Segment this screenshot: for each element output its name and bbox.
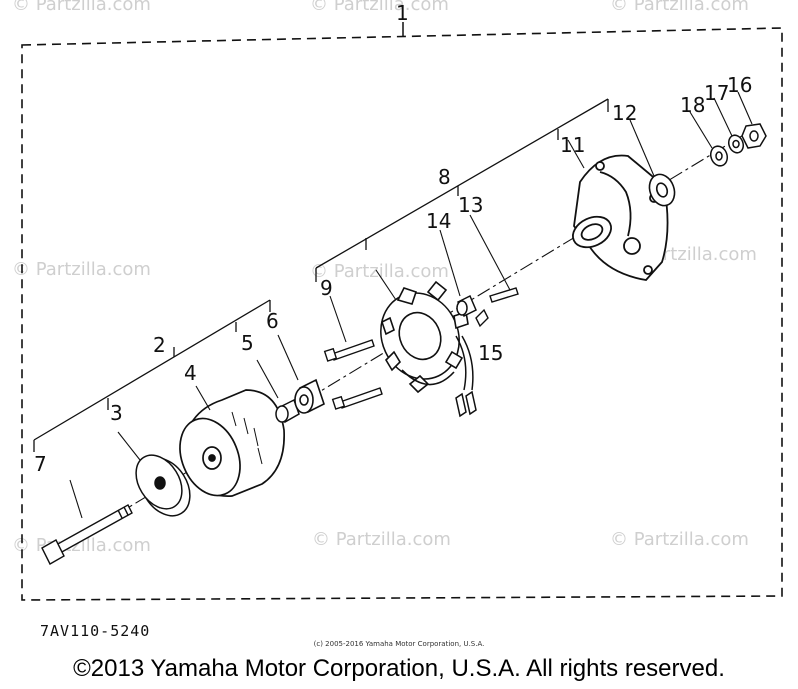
assembly-boundary (21, 27, 783, 601)
callout-2: 2 (153, 333, 166, 357)
group-bracket-2 (33, 299, 271, 452)
callout-17: 17 (704, 81, 729, 105)
part-5-collar (256, 359, 300, 424)
callout-6: 6 (266, 309, 279, 333)
callout-7: 7 (34, 452, 47, 476)
callout-4: 4 (184, 361, 197, 385)
part-18-washer (689, 111, 729, 167)
watermark: © Partzilla.com (12, 259, 151, 280)
part-12-bearing (629, 119, 676, 207)
callout-15: 15 (478, 341, 503, 365)
diagram-code: 7AV110-5240 (40, 622, 151, 640)
part-17-lock-washer (713, 97, 745, 154)
callout-3: 3 (110, 401, 123, 425)
callout-1: 1 (396, 1, 409, 25)
callout-13: 13 (458, 193, 483, 217)
part-15-wire-lead (455, 335, 477, 418)
watermark: © Partzilla.com (310, 261, 449, 282)
watermark: © Partzilla.com (12, 0, 151, 15)
part-3-washer (117, 431, 191, 517)
part-9-screws (323, 295, 383, 410)
watermark: © Partzilla.com (310, 0, 449, 15)
callout-9: 9 (320, 276, 333, 300)
callout-labels: 1 2 3 4 5 6 7 8 9 11 12 13 14 15 16 17 1… (34, 1, 752, 476)
watermark: © Partzilla.com (610, 0, 749, 15)
callout-11: 11 (560, 133, 585, 157)
footer-copyright: ©2013 Yamaha Motor Corporation, U.S.A. A… (73, 655, 725, 682)
callout-16: 16 (727, 73, 752, 97)
part-16-nut (737, 91, 767, 149)
callout-14: 14 (426, 209, 451, 233)
part-7-bolt (41, 479, 133, 565)
part-6-bearing (277, 334, 325, 414)
callout-5: 5 (241, 331, 254, 355)
watermark: © Partzilla.com (312, 529, 451, 550)
callout-8: 8 (438, 165, 451, 189)
group-bracket-8 (315, 98, 609, 282)
part-14-grommet (439, 229, 477, 318)
watermark: © Partzilla.com (610, 529, 749, 550)
part-13-screw (469, 214, 519, 328)
callout-18: 18 (680, 93, 705, 117)
small-copyright: (c) 2005-2016 Yamaha Motor Corporation, … (313, 640, 485, 648)
part-10-stator (375, 269, 469, 394)
part-11-housing (567, 139, 669, 281)
callout-12: 12 (612, 101, 637, 125)
part-4-flywheel (179, 385, 285, 497)
